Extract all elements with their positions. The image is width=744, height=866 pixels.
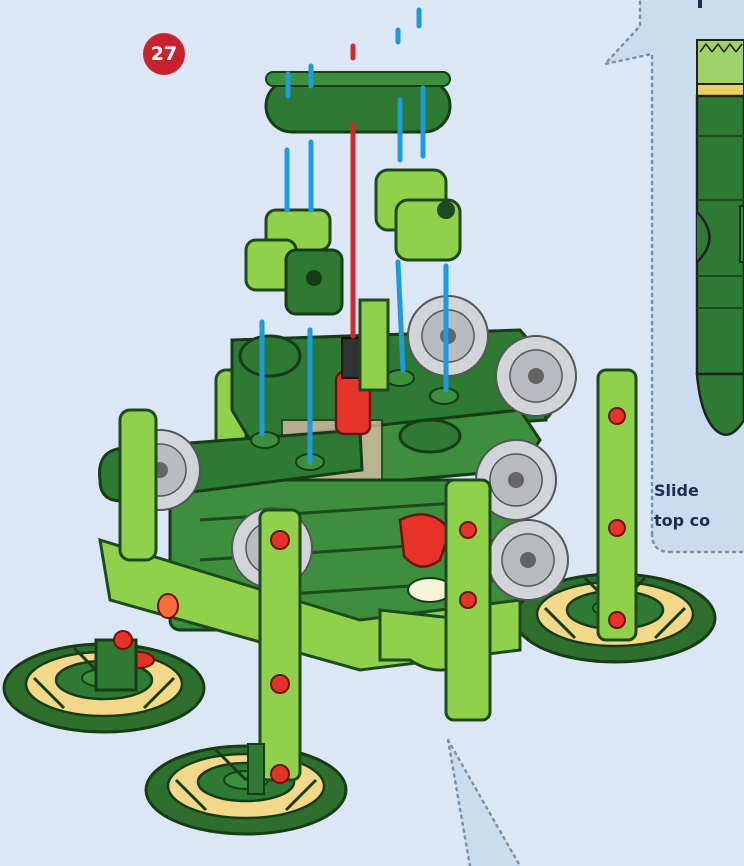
callout-line-1: Slide [654, 481, 699, 500]
callout-caption: Slide top co [654, 476, 710, 536]
connector-left [246, 210, 342, 314]
step-number-badge: 27 [143, 33, 185, 75]
callout-line-2: top co [654, 511, 710, 530]
connector-right [376, 170, 460, 260]
callout-pointer [448, 740, 520, 866]
